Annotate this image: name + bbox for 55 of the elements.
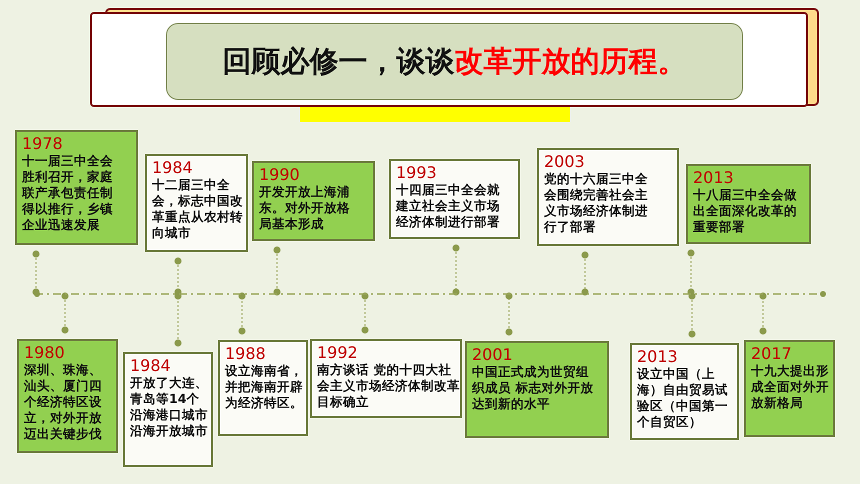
year-text: 1984 [152, 159, 193, 177]
event-box [252, 161, 375, 241]
event-text: 十四届三中全会就建立社会主义市场经济体制进行部署 [396, 182, 501, 230]
connector-line [62, 292, 68, 334]
year-text: 1992 [317, 344, 358, 362]
event-text: 深圳、珠海、汕头、厦门四个经济特区设立，对外开放迈出关键步伐 [24, 362, 103, 442]
year-text: 2013 [637, 348, 678, 366]
connector-line [32, 250, 40, 296]
event-box [537, 148, 679, 246]
connector-line [174, 258, 182, 296]
event-text: 十一届三中全会胜利召开，家庭联产承包责任制得以推行，乡镇企业迅速发展 [22, 153, 114, 233]
event-text: 开放了大连、青岛等14个沿海港口城市沿海开放城市 [130, 375, 209, 439]
event-box [145, 154, 248, 252]
year-text: 2013 [693, 169, 734, 187]
event-text: 设立中国（上海）自由贸易试验区（中国第一个自贸区） [637, 366, 729, 430]
year-text: 1980 [24, 344, 65, 362]
event-box [389, 159, 520, 239]
event-text: 十八届三中全会做出全面深化改革的重要部署 [693, 187, 798, 235]
event-text: 十九大提出形成全面对外开放新格局 [751, 363, 830, 411]
connector-line [362, 292, 368, 334]
connector-line [274, 246, 280, 296]
year-text: 2001 [472, 346, 513, 364]
connector-line [688, 250, 694, 296]
event-box [123, 352, 213, 467]
event-box [465, 341, 609, 438]
event-text: 十二届三中全会，标志中国改革重点从农村转向城市 [152, 177, 244, 241]
event-box [15, 130, 138, 245]
connector-line [174, 292, 182, 346]
event-text: 南方谈话 党的十四大社会主义市场经济体制改革目标确立 [317, 362, 460, 410]
year-text: 1988 [225, 345, 266, 363]
year-text: 1978 [22, 135, 63, 153]
connector-line [760, 292, 766, 334]
event-box [218, 340, 308, 436]
connector-line [582, 252, 588, 296]
event-box [17, 339, 118, 453]
event-box [630, 343, 739, 440]
connector-line [506, 292, 512, 336]
year-text: 1990 [259, 166, 300, 184]
timeline-bar [35, 292, 825, 296]
event-box [686, 164, 811, 244]
title-text: 回顾必修一，谈谈改革开放的历程。 [222, 42, 686, 80]
year-text: 2003 [544, 153, 585, 171]
year-text: 2017 [751, 345, 792, 363]
connector-line [238, 292, 246, 334]
connector-line [688, 292, 696, 338]
connector-line [452, 244, 460, 296]
event-text: 开发开放上海浦东。对外开放格局基本形成 [259, 184, 351, 232]
title-box [166, 23, 743, 100]
year-text: 1984 [130, 357, 171, 375]
event-text: 设立海南省，并把海南开辟为经济特区。 [225, 363, 304, 411]
year-text: 1993 [396, 164, 437, 182]
event-box [310, 339, 462, 418]
event-box [744, 340, 835, 437]
event-text: 中国正式成为世贸组织成员 标志对外开放达到新的水平 [472, 364, 594, 412]
event-text: 党的十六届三中全会围绕完善社会主义市场经济体制进行了部署 [544, 171, 649, 235]
